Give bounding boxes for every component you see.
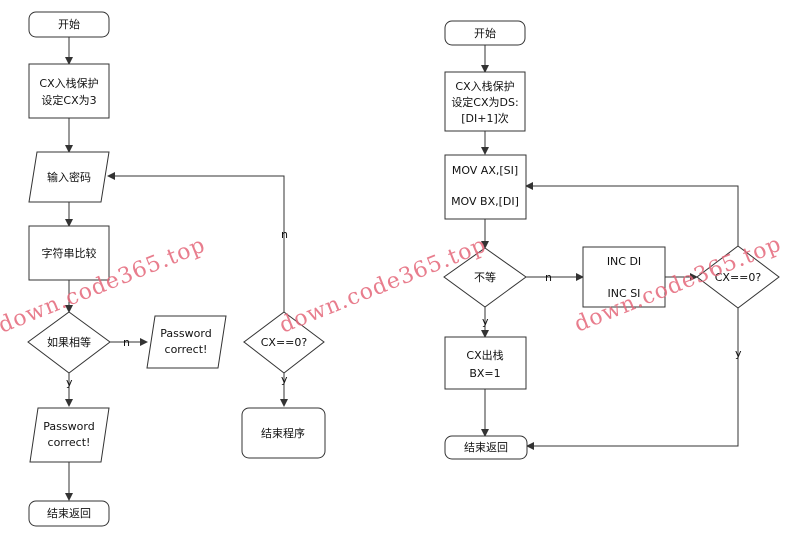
left-if-equal-label: 如果相等 <box>47 335 91 349</box>
left-push-line1: CX入栈保护 <box>39 76 98 90</box>
left-password-right-line2: correct! <box>165 343 208 356</box>
left-password-down-line1: Password <box>43 420 94 433</box>
right-push-line1: CX入栈保护 <box>455 79 514 93</box>
right-not-equal-label: 不等 <box>474 270 496 284</box>
left-compare-box <box>28 225 110 281</box>
left-cx-check-label: CX==0? <box>261 336 308 349</box>
right-cx-check-label: CX==0? <box>715 271 762 284</box>
left-push-line2: 设定CX为3 <box>41 93 96 107</box>
edge-label-y-cx: y <box>281 373 288 386</box>
right-mov-line2: MOV BX,[DI] <box>451 195 519 208</box>
left-input-label: 输入密码 <box>47 170 91 184</box>
right-mov-line1: MOV AX,[SI] <box>452 164 518 177</box>
left-input-parallelogram <box>28 151 110 203</box>
right-push-box <box>444 71 526 132</box>
left-password-down-line2: correct! <box>48 436 91 449</box>
right-push-line3: [DI+1]次 <box>461 111 509 125</box>
right-pop-box <box>444 336 527 390</box>
right-start-label: 开始 <box>474 26 496 40</box>
edge-label-y-if: y <box>66 376 73 389</box>
right-mov-box <box>444 154 527 220</box>
left-compare-label: 字符串比较 <box>42 246 97 260</box>
right-return-label: 结束返回 <box>464 441 508 454</box>
left-flowchart: n y y n 开始 CX入栈保护 设定CX为3 输入密码 字符串比较 如果相等… <box>27 11 326 527</box>
edge-label-r-y-noteq: y <box>482 315 489 328</box>
edge-label-r-n: n <box>545 271 552 284</box>
right-pop-line2: BX=1 <box>469 367 500 380</box>
right-push-line2: 设定CX为DS: <box>451 95 518 109</box>
edge-label-r-y-cx: y <box>735 347 742 360</box>
left-start-label: 开始 <box>58 17 80 31</box>
right-not-equal-diamond <box>443 247 527 308</box>
right-inc-si-label: INC SI <box>608 287 641 300</box>
right-pop-line1: CX出栈 <box>466 348 503 362</box>
left-end-program-node <box>241 407 326 459</box>
right-flowchart: n y y 开始 CX入栈保护 设定CX为DS: [DI+1]次 MOV AX,… <box>443 20 780 460</box>
left-cx-check-diamond <box>243 311 325 374</box>
edge-label-n-if: n <box>123 336 130 349</box>
left-return-node <box>28 500 110 527</box>
left-password-right-parallelogram <box>146 315 227 369</box>
right-inc-box <box>582 246 666 308</box>
right-start-node <box>444 20 526 46</box>
edge-label-n-cx: n <box>281 228 288 241</box>
left-return-label: 结束返回 <box>47 507 91 520</box>
right-return-node <box>444 435 528 460</box>
edge-r-cx-loop-back <box>525 182 739 246</box>
left-if-equal-diamond <box>27 311 111 374</box>
watermarks: down.code365.top down.code365.top down.c… <box>0 232 785 339</box>
right-inc-di-label: INC DI <box>607 255 641 268</box>
left-password-down-parallelogram <box>29 407 110 463</box>
left-push-box <box>28 63 110 119</box>
left-start-node <box>28 11 110 38</box>
edge-r-cx-to-return <box>526 308 739 450</box>
right-cx-check-diamond <box>696 245 780 309</box>
left-end-program-label: 结束程序 <box>261 426 305 440</box>
edge-cx-loop-back <box>107 172 285 312</box>
left-password-right-line1: Password <box>160 327 211 340</box>
